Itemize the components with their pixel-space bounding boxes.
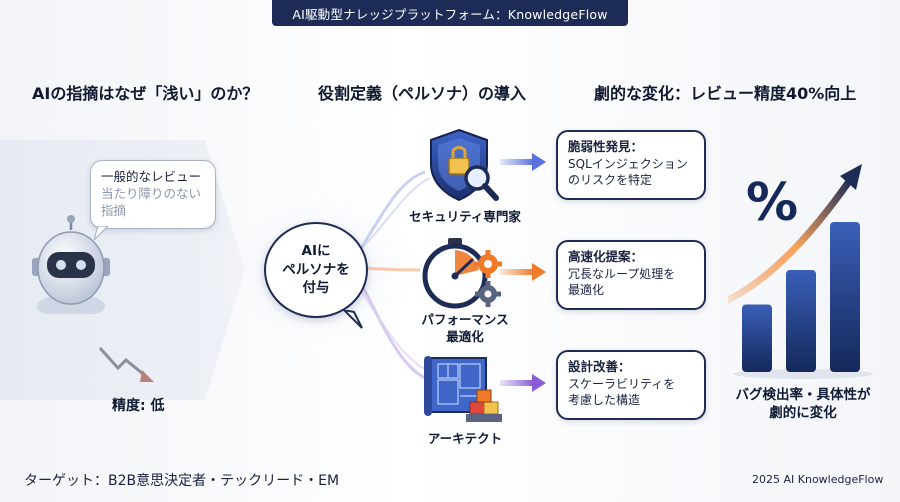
persona-performance-label: パフォーマンス 最適化 xyxy=(400,312,530,346)
declining-arrow-icon xyxy=(98,346,154,382)
result-security-line-2: のリスクを特定 xyxy=(568,173,653,188)
percent-symbol: % xyxy=(746,173,798,233)
improvement-caption: バグ検出率・具体性が 劇的に変化 xyxy=(708,386,898,422)
security-arrow xyxy=(500,153,546,171)
growth-bar-2 xyxy=(786,270,816,372)
credit-text: 2025 AI KnowledgeFlow xyxy=(752,473,884,486)
architect-arrow xyxy=(500,374,546,392)
center-line-2: ペルソナを xyxy=(282,261,350,278)
right-heading: 劇的な変化：レビュー精度40%向上 xyxy=(594,84,857,103)
growth-bar-3 xyxy=(830,222,860,372)
result-performance-box: 高速化提案： 冗長なループ処理を 最適化 xyxy=(556,240,706,310)
shield-lock-magnifier-icon xyxy=(430,128,499,202)
generic-review-bubble: 一般的なレビュー 当たり障りのない 指摘 xyxy=(90,160,216,229)
target-audience: ターゲット：B2B意思決定者・テックリード・EM xyxy=(24,473,340,489)
center-line-3: 付与 xyxy=(302,280,330,297)
caption-line-2: 劇的に変化 xyxy=(769,405,837,422)
stopwatch-gears-icon xyxy=(422,238,502,309)
result-architect-line-2: 考慮した構造 xyxy=(568,393,641,408)
result-architect-line-1: スケーラビリティを xyxy=(568,376,676,391)
robot-icon xyxy=(32,215,110,314)
growth-bar-chart: % xyxy=(728,164,873,379)
result-security-box: 脆弱性発見： SQLインジェクション のリスクを特定 xyxy=(556,130,706,200)
result-security-title: 脆弱性発見： xyxy=(568,139,644,154)
result-performance-line-1: 冗長なループ処理を xyxy=(568,266,676,281)
accuracy-low-label: 精度: 低 xyxy=(112,398,165,414)
center-bubble-tail xyxy=(342,310,363,329)
result-architect-box: 設計改善： スケーラビリティを 考慮した構造 xyxy=(556,350,706,420)
middle-heading: 役割定義（ペルソナ）の導入 xyxy=(318,84,527,103)
persona-security-label: セキュリティ専門家 xyxy=(409,209,521,224)
performance-arrow xyxy=(500,263,546,281)
bubble-line-1: 一般的なレビュー xyxy=(101,169,202,184)
result-security-line-1: SQLインジェクション xyxy=(568,156,688,171)
top-banner: AI駆動型ナレッジプラットフォーム：KnowledgeFlow xyxy=(272,0,628,26)
growth-bar-1 xyxy=(742,304,772,372)
bubble-line-3: 指摘 xyxy=(101,202,127,218)
result-architect-title: 設計改善： xyxy=(568,359,631,374)
caption-line-1: バグ検出率・具体性が xyxy=(735,387,871,403)
persona-performance-line-1: パフォーマンス xyxy=(421,312,509,327)
blueprint-blocks-icon xyxy=(424,356,502,422)
bubble-line-2: 当たり障りのない xyxy=(101,185,202,201)
bubble-tail xyxy=(94,226,109,241)
result-performance-title: 高速化提案： xyxy=(568,249,644,264)
left-heading: AIの指摘はなぜ「浅い」のか？ xyxy=(32,84,259,103)
persona-performance-line-2: 最適化 xyxy=(446,328,484,344)
assign-persona-bubble: AIに ペルソナを 付与 xyxy=(264,222,368,318)
result-performance-line-2: 最適化 xyxy=(568,283,605,298)
persona-architect-label: アーキテクト xyxy=(427,431,503,446)
center-line-1: AIに xyxy=(301,242,331,259)
